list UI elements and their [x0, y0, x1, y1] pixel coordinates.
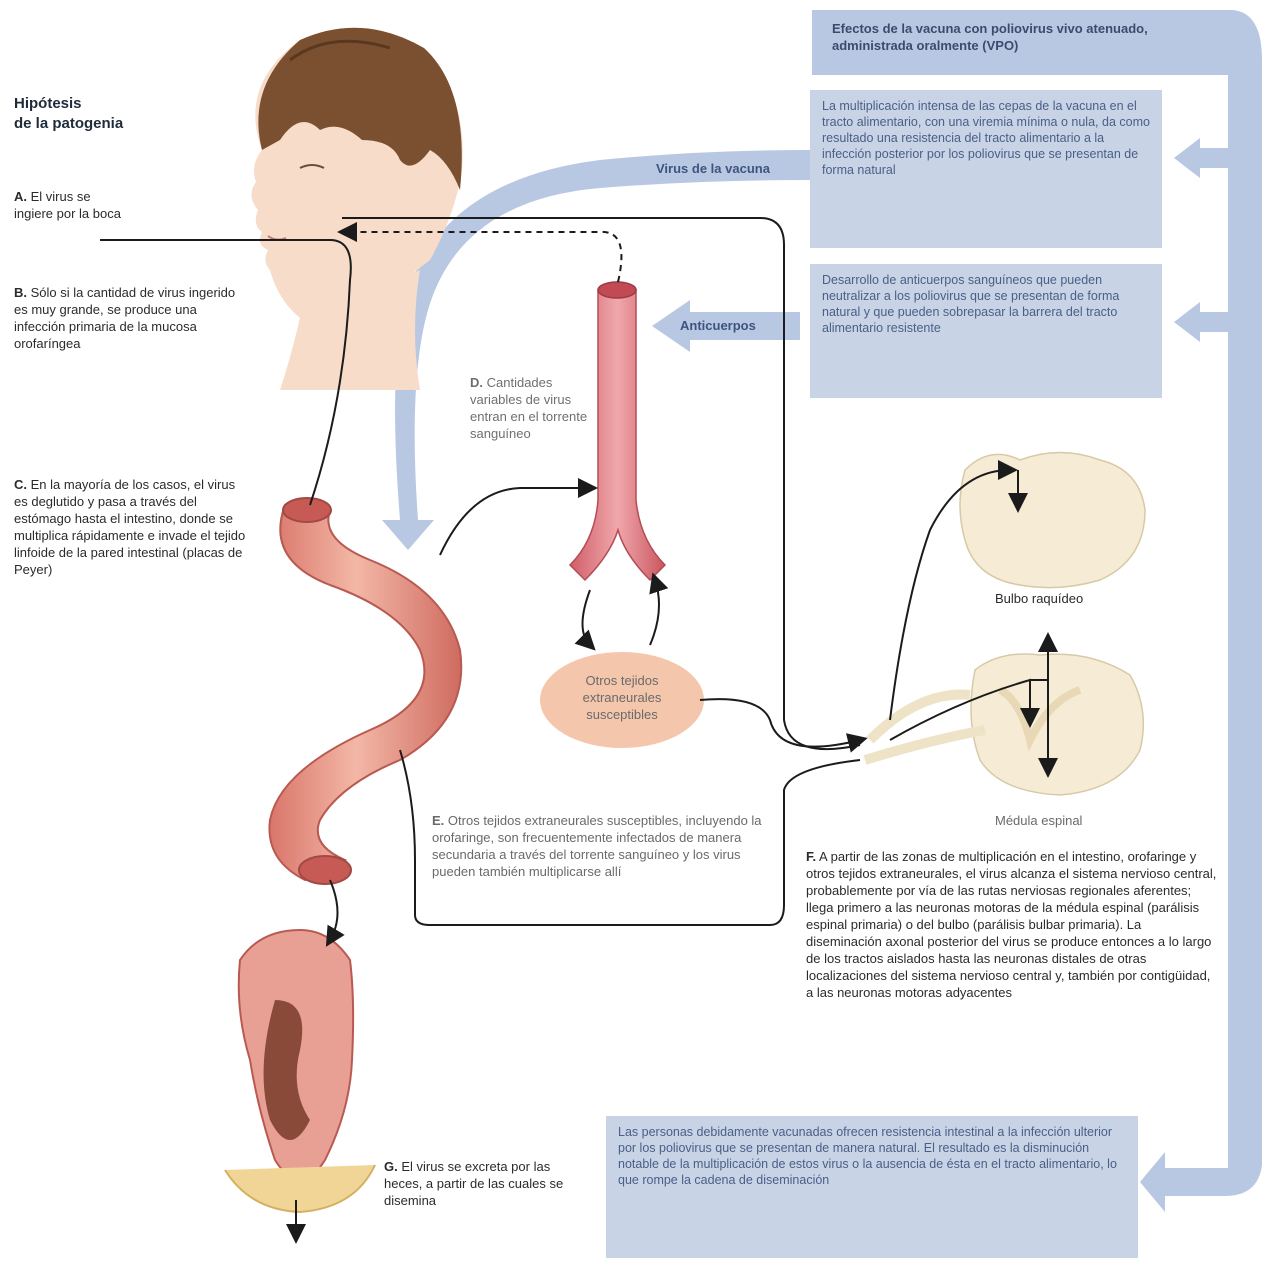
step-g-letter: G. [384, 1159, 398, 1174]
step-d: D. Cantidades variables de virus entran … [470, 374, 590, 442]
step-f-letter: F. [806, 849, 816, 864]
vaccine-header: Efectos de la vacuna con poliovirus vivo… [832, 20, 1222, 54]
step-g: G. El virus se excreta por las heces, a … [384, 1158, 584, 1209]
child-head-illustration [251, 28, 462, 390]
step-a: A. El virus se ingiere por la boca [14, 188, 124, 222]
step-a-text: El virus se ingiere por la boca [14, 189, 121, 221]
bulbo-label: Bulbo raquídeo [995, 590, 1135, 607]
step-c: C. En la mayoría de los casos, el virus … [14, 476, 246, 578]
antibodies-label: Anticuerpos [680, 318, 756, 333]
step-b: B. Sólo si la cantidad de virus ingerido… [14, 284, 244, 352]
rectum-illustration [225, 930, 375, 1212]
step-e-text: Otros tejidos extraneurales susceptibles… [432, 813, 762, 879]
spinal-cord-illustration [865, 654, 1143, 795]
step-g-text: El virus se excreta por las heces, a par… [384, 1159, 563, 1208]
vaccine-box-3: Las personas debidamente vacunadas ofrec… [606, 1116, 1138, 1258]
step-b-letter: B. [14, 285, 27, 300]
step-c-text: En la mayoría de los casos, el virus es … [14, 477, 245, 577]
title-line-1: Hipótesis [14, 94, 214, 114]
tissue-label: Otros tejidos extraneurales susceptibles [556, 672, 688, 723]
step-f-text: A partir de las zonas de multiplicación … [806, 849, 1216, 1000]
vaccine-box-2: Desarrollo de anticuerpos sanguíneos que… [810, 264, 1162, 398]
vaccine-virus-label: Virus de la vacuna [656, 161, 770, 176]
step-a-letter: A. [14, 189, 27, 204]
medula-label: Médula espinal [995, 812, 1135, 829]
diagram-title: Hipótesis de la patogenia [14, 94, 214, 134]
step-c-letter: C. [14, 477, 27, 492]
step-b-text: Sólo si la cantidad de virus ingerido es… [14, 285, 235, 351]
title-line-2: de la patogenia [14, 114, 214, 134]
step-d-text: Cantidades variables de virus entran en … [470, 375, 587, 441]
step-e-letter: E. [432, 813, 444, 828]
step-d-letter: D. [470, 375, 483, 390]
step-f: F. A partir de las zonas de multiplicaci… [806, 848, 1220, 1001]
vaccine-box-1: La multiplicación intensa de las cepas d… [810, 90, 1162, 248]
step-e: E. Otros tejidos extraneurales susceptib… [432, 812, 777, 880]
